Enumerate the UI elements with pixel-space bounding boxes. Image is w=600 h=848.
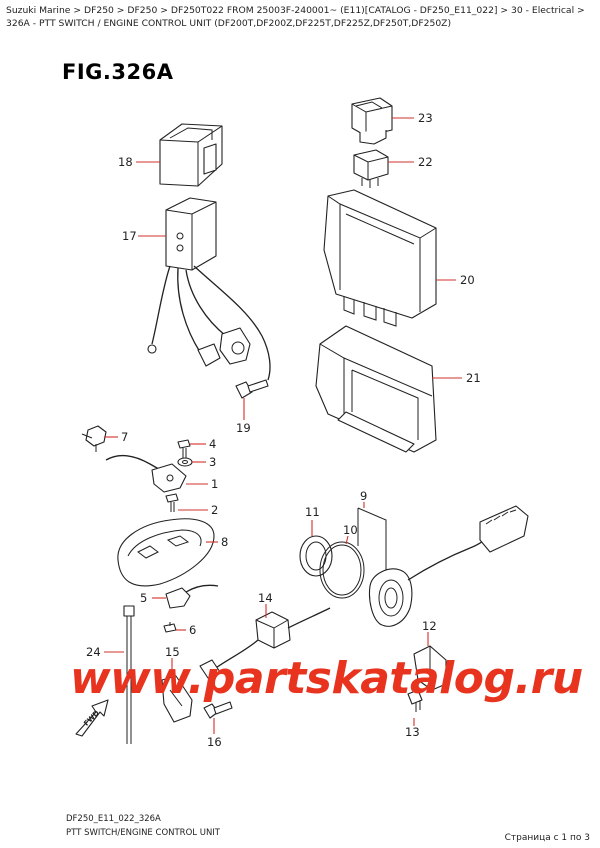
callout-18[interactable]: 18 (118, 155, 133, 169)
part-9-switch-assy[interactable] (357, 505, 529, 627)
part-8-switch-housing[interactable] (117, 518, 215, 587)
callout-3[interactable]: 3 (209, 455, 216, 469)
callout-23[interactable]: 23 (418, 111, 433, 125)
part-14-harness[interactable] (199, 607, 331, 679)
part-17-harness[interactable] (147, 197, 271, 381)
callout-11[interactable]: 11 (305, 505, 320, 519)
page-info: Страница с 1 по 3 (504, 833, 590, 843)
part-4-screw[interactable] (177, 439, 191, 458)
callout-19[interactable]: 19 (236, 421, 251, 435)
part-3-washer[interactable] (177, 457, 193, 467)
part-10-o-ring[interactable] (319, 541, 365, 599)
part-20-ecu[interactable] (323, 189, 437, 327)
callout-24[interactable]: 24 (86, 645, 101, 659)
part-7-clip[interactable] (81, 425, 107, 452)
part-5-sensor[interactable] (165, 584, 219, 609)
part-18-cover[interactable] (159, 123, 223, 187)
callout-15[interactable]: 15 (165, 645, 180, 659)
callout-20[interactable]: 20 (460, 273, 475, 287)
part-12-clamp[interactable] (413, 645, 447, 691)
callout-8[interactable]: 8 (221, 535, 228, 549)
callout-13[interactable]: 13 (405, 725, 420, 739)
callout-22[interactable]: 22 (418, 155, 433, 169)
part-13-bolt[interactable] (407, 689, 423, 712)
diagram-caption: PTT SWITCH/ENGINE CONTROL UNIT (66, 828, 220, 838)
breadcrumb: Suzuki Marine > DF250 > DF250 > DF250T02… (6, 5, 585, 29)
part-16-bolt[interactable] (203, 701, 233, 719)
leader-lines (104, 117, 462, 734)
callout-10[interactable]: 10 (343, 523, 358, 537)
part-2-screw[interactable] (165, 493, 179, 512)
callout-1[interactable]: 1 (211, 477, 218, 491)
callout-17[interactable]: 17 (122, 229, 137, 243)
part-1-bracket[interactable] (105, 454, 187, 493)
diagram-code: DF250_E11_022_326A (66, 814, 161, 824)
callout-16[interactable]: 16 (207, 735, 222, 749)
part-6-screw[interactable] (163, 622, 177, 633)
callout-12[interactable]: 12 (422, 619, 437, 633)
callouts: 23 22 18 17 20 21 19 7 4 3 1 2 8 5 6 24 … (86, 111, 481, 749)
callout-4[interactable]: 4 (209, 437, 216, 451)
callout-14[interactable]: 14 (258, 591, 273, 605)
callout-2[interactable]: 2 (211, 503, 218, 517)
fwd-arrow-icon: FWD (75, 699, 109, 737)
callout-9[interactable]: 9 (360, 489, 367, 503)
part-19-bolt[interactable] (235, 379, 269, 399)
callout-21[interactable]: 21 (466, 371, 481, 385)
part-23-relay[interactable] (351, 97, 393, 145)
callout-6[interactable]: 6 (189, 623, 196, 637)
callout-7[interactable]: 7 (121, 430, 128, 444)
part-22-relay[interactable] (353, 149, 389, 188)
part-11-seal[interactable] (299, 535, 333, 577)
watermark: www.partskatalog.ru (70, 653, 583, 704)
callout-5[interactable]: 5 (140, 591, 147, 605)
part-21-holder[interactable] (315, 325, 437, 453)
part-24-cable-tie[interactable] (123, 605, 135, 744)
part-15-bracket[interactable] (161, 675, 193, 723)
figure-title: FIG.326A (62, 60, 174, 84)
